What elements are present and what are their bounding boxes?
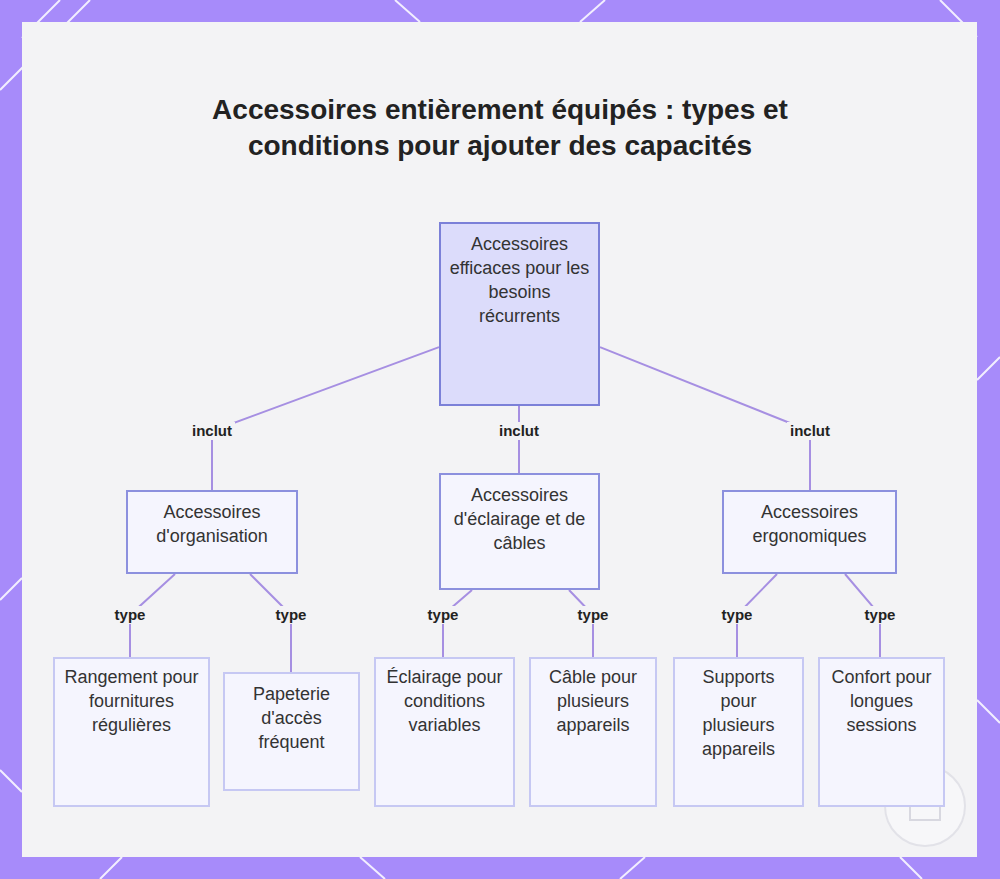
node-text: Supports pour plusieurs appareils	[683, 665, 794, 761]
type-box: Confort pour longues sessions	[818, 657, 945, 807]
node-text: Accessoires ergonomiques	[732, 500, 887, 548]
edge-label: type	[425, 606, 462, 624]
category-box: Accessoires d'organisation	[126, 490, 298, 574]
node-text: Éclairage pour conditions variables	[384, 665, 505, 737]
connector-line	[600, 347, 810, 490]
node-text: Accessoires efficaces pour les besoins r…	[449, 232, 590, 328]
type-box: Câble pour plusieurs appareils	[529, 657, 657, 807]
edge-label: type	[273, 606, 310, 624]
type-box: Supports pour plusieurs appareils	[673, 657, 804, 807]
edge-label: type	[575, 606, 612, 624]
type-box: Éclairage pour conditions variables	[374, 657, 515, 807]
diagram-title: Accessoires entièrement équipés : types …	[190, 92, 810, 164]
edge-label: type	[862, 606, 899, 624]
edge-label: inclut	[787, 422, 833, 440]
category-box: Accessoires ergonomiques	[722, 490, 897, 574]
node-text: Papeterie d'accès fréquent	[233, 682, 350, 754]
edge-label: type	[112, 606, 149, 624]
connector-line	[212, 347, 439, 490]
edge-label: inclut	[496, 422, 542, 440]
node-text: Accessoires d'organisation	[136, 500, 288, 548]
node-text: Rangement pour fournitures régulières	[63, 665, 200, 737]
type-box: Rangement pour fournitures régulières	[53, 657, 210, 807]
category-box: Accessoires d'éclairage et de câbles	[439, 473, 600, 590]
node-text: Confort pour longues sessions	[828, 665, 935, 737]
edge-label: type	[719, 606, 756, 624]
node-text: Câble pour plusieurs appareils	[539, 665, 647, 737]
edge-label: inclut	[189, 422, 235, 440]
type-box: Papeterie d'accès fréquent	[223, 672, 360, 791]
node-text: Accessoires d'éclairage et de câbles	[449, 483, 590, 555]
root-box: Accessoires efficaces pour les besoins r…	[439, 222, 600, 406]
